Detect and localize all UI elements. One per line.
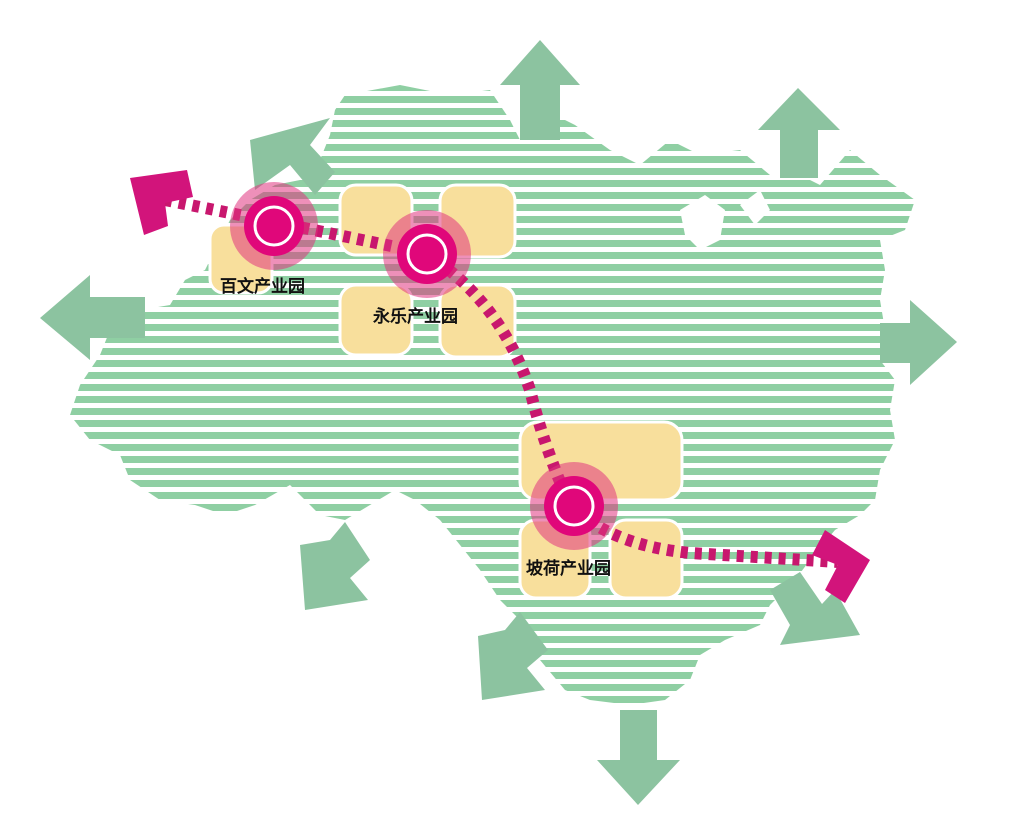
region-hole — [680, 195, 725, 250]
corridor-end-markers — [130, 170, 870, 603]
radiation-arrow-icon — [500, 40, 580, 140]
park-label-yongle: 永乐产业园 — [372, 306, 458, 327]
park-node-yongle — [383, 210, 471, 298]
park-node-icon — [244, 196, 304, 256]
region-hole — [740, 190, 770, 225]
node-ring — [253, 205, 295, 247]
park-node-baiwen — [230, 182, 318, 270]
park-node-pohe — [530, 462, 618, 550]
radiation-arrows — [40, 40, 957, 805]
node-ring — [406, 233, 448, 275]
radiation-arrow-icon — [40, 275, 145, 360]
radiation-arrow-icon — [880, 300, 957, 385]
park-label-pohe: 坡荷产业园 — [526, 558, 611, 579]
radiation-arrow-icon — [250, 118, 335, 195]
park-block — [338, 283, 414, 357]
radiation-arrow-icon — [770, 572, 860, 645]
development-corridor — [163, 194, 839, 568]
park-node-icon — [397, 224, 457, 284]
radiation-arrow-icon — [758, 88, 840, 178]
radiation-arrow-icon — [300, 522, 370, 610]
park-node-icon — [544, 476, 604, 536]
park-label-baiwen: 百文产业园 — [220, 276, 305, 297]
radiation-arrow-icon — [597, 710, 680, 805]
radiation-arrow-icon — [478, 612, 548, 700]
corridor-end-marker-icon — [130, 170, 193, 235]
park-block — [438, 283, 517, 359]
corridor-end-marker-icon — [812, 530, 870, 603]
node-ring — [553, 485, 595, 527]
